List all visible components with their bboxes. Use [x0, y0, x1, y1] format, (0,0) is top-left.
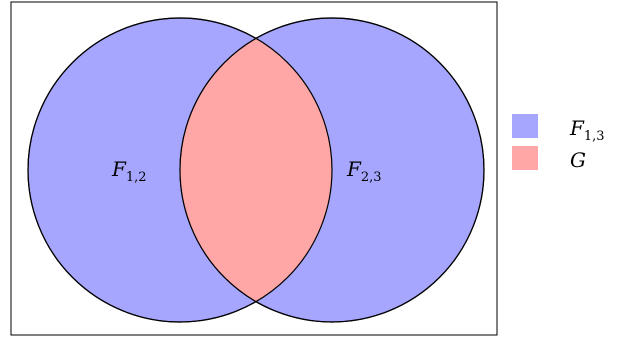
- legend: F1,3 G: [512, 114, 605, 172]
- diagram-frame: [10, 1, 498, 336]
- set-outline-right: [179, 17, 485, 323]
- set-outline-left: [27, 17, 333, 323]
- legend-label-f13: F1,3: [569, 116, 605, 144]
- set-label-right: F2,3: [346, 157, 382, 185]
- legend-swatch-g: [512, 146, 538, 170]
- legend-swatch-f13: [512, 114, 538, 138]
- set-label-left: F1,2: [111, 157, 147, 185]
- intersection-region: [180, 18, 332, 322]
- legend-label-g: G: [570, 148, 586, 172]
